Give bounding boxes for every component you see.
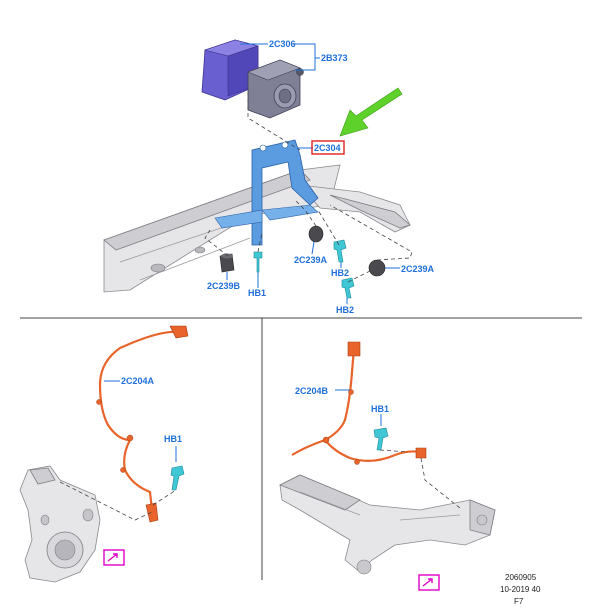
alignment-lines <box>204 92 413 283</box>
figure-number: 2060905 <box>505 573 537 582</box>
label-2c239b: 2C239B <box>207 281 241 291</box>
hydraulic-unit <box>247 59 304 119</box>
label-2c306: 2C306 <box>269 39 296 49</box>
label-2c239a-mid: 2C239A <box>294 255 328 265</box>
bolt-hb1-top <box>253 251 263 273</box>
top-assembly: 2C306 2B373 2C304 2C239B HB1 2C239A HB2 … <box>103 39 435 315</box>
rear-sensor-view: 2C204B HB1 <box>279 341 496 591</box>
label-2c204a: 2C204A <box>121 376 155 386</box>
magnify-view-icon-rear <box>418 574 440 591</box>
front-sensor-harness <box>98 330 179 511</box>
isolator-2c239a-mid <box>308 225 324 243</box>
label-hb1-top: HB1 <box>248 288 266 298</box>
figure-code: F7 <box>514 597 524 606</box>
label-2c204b: 2C204B <box>295 386 329 396</box>
rear-axle-beam <box>279 474 496 575</box>
isolator-2c239b <box>219 253 235 273</box>
front-knuckle <box>19 465 101 583</box>
isolator-2c239a-right <box>368 259 386 277</box>
leader-lines <box>226 43 400 304</box>
bolt-hb2-mid <box>333 239 347 263</box>
front-bolt-hb1 <box>170 465 185 491</box>
front-sensor-view: 2C204A HB1 <box>19 325 189 583</box>
bracket-2c304 <box>214 139 319 246</box>
label-rear-hb1: HB1 <box>371 404 389 414</box>
rear-sensor-harness <box>291 347 421 462</box>
green-arrow-icon <box>339 87 403 137</box>
label-2c239a-right: 2C239A <box>401 264 435 274</box>
label-hb2-right: HB2 <box>336 305 354 315</box>
label-2c304: 2C304 <box>314 143 341 153</box>
highlight-box <box>311 140 345 155</box>
label-hb2-mid: HB2 <box>331 268 349 278</box>
magnify-view-icon <box>103 549 125 566</box>
figure-date: 10-2019 40 <box>500 585 541 594</box>
label-front-hb1: HB1 <box>164 434 182 444</box>
rear-bolt-hb1 <box>373 427 389 451</box>
figure-footer: 2060905 10-2019 40 F7 <box>500 573 541 606</box>
label-2b373: 2B373 <box>321 53 348 63</box>
bolt-hb2-right <box>341 277 355 299</box>
